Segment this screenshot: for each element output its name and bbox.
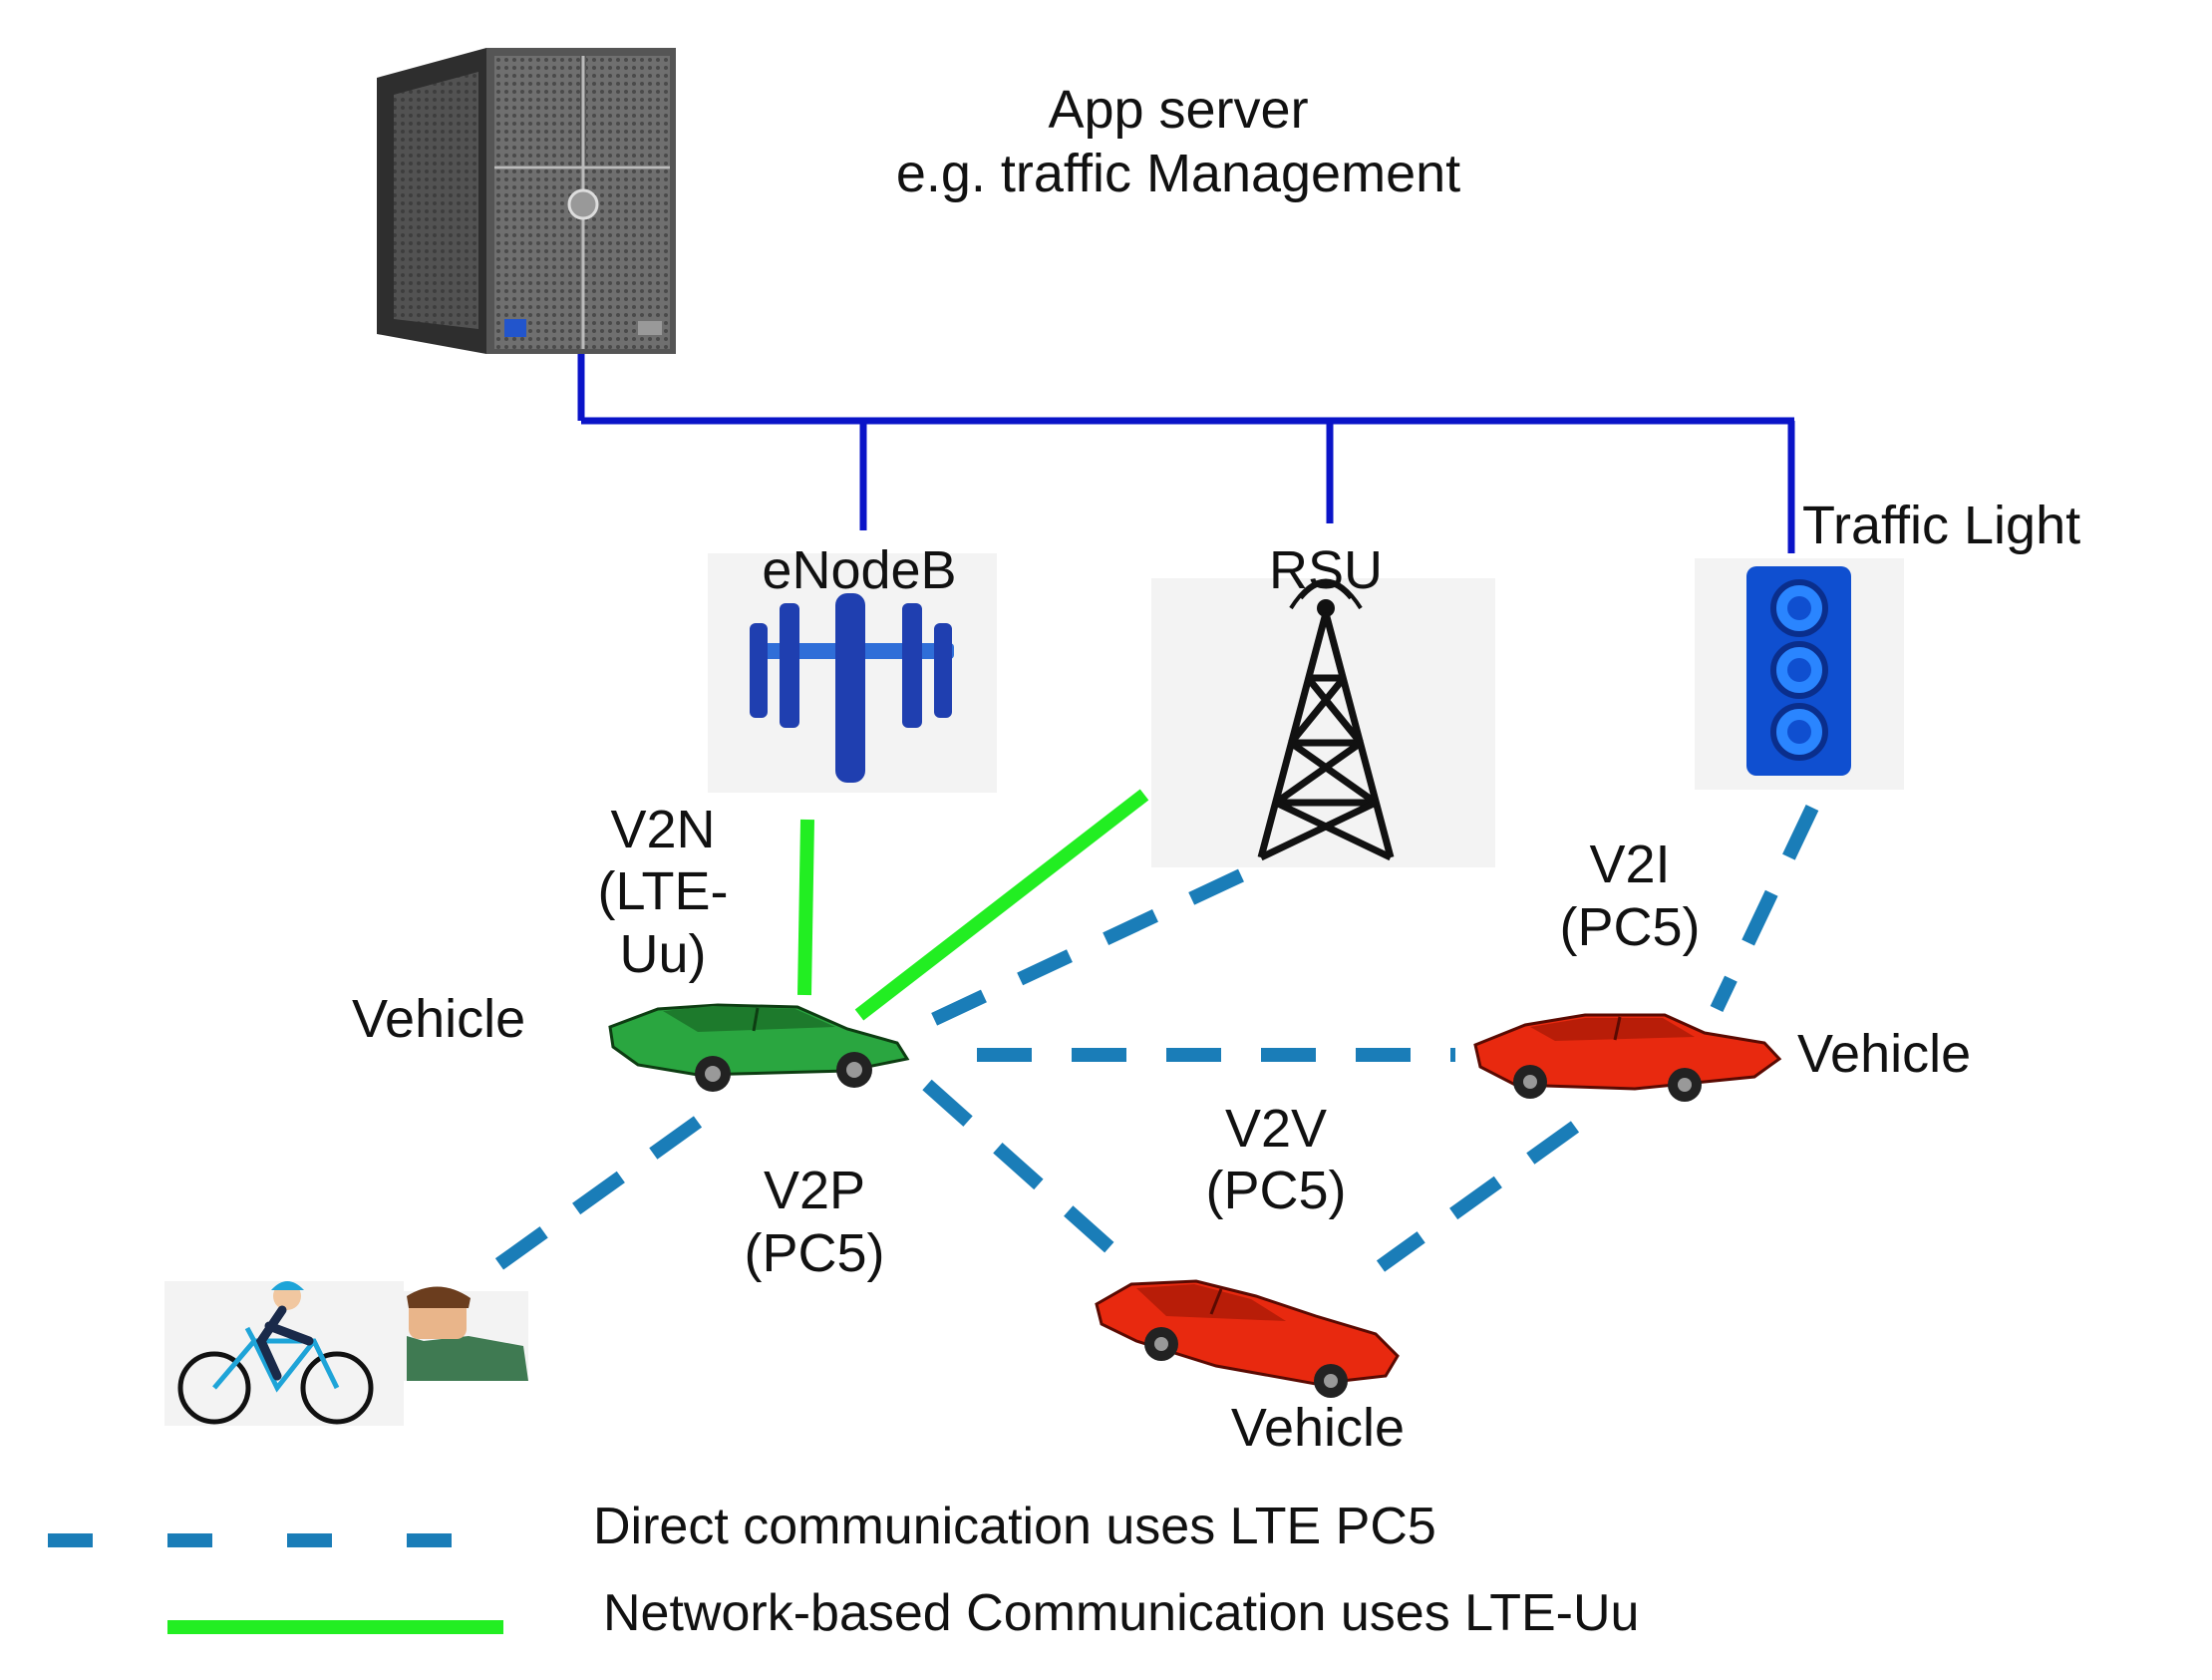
rsu-label: RSU — [1269, 540, 1383, 600]
v2i-label-line2: (PC5) — [1559, 897, 1700, 957]
v2v-label-line1: V2V — [1225, 1099, 1327, 1159]
server-label-line2: e.g. traffic Management — [896, 144, 1460, 203]
cyclist-icon — [164, 1281, 404, 1426]
pedestrian-icon — [404, 1286, 528, 1381]
v2n-label-line1: V2N — [610, 800, 715, 859]
v2n-label-line3: Uu) — [619, 924, 706, 984]
v2n-label-line2: (LTE- — [598, 861, 729, 921]
vehicle-left-label: Vehicle — [352, 989, 525, 1049]
v2i-label-line1: V2I — [1589, 835, 1670, 894]
vehicle-bottom-label: Vehicle — [1231, 1398, 1405, 1458]
enodeb-label: eNodeB — [762, 540, 956, 600]
enodeb-antenna-icon — [708, 553, 997, 793]
vehicle-right-label: Vehicle — [1797, 1024, 1971, 1084]
traffic-light-label: Traffic Light — [1802, 496, 2080, 555]
v2v-label-line2: (PC5) — [1205, 1161, 1346, 1220]
v2i-rsu-link — [904, 868, 1244, 1039]
v2p-label-line1: V2P — [764, 1161, 865, 1220]
red-car-icon — [1095, 1279, 1400, 1398]
rsu-tower-icon — [1151, 578, 1495, 867]
legend-network-label: Network-based Communication uses LTE-Uu — [603, 1584, 1639, 1642]
v2n-link — [797, 819, 814, 996]
direct-links — [491, 804, 1819, 1272]
network-based-links — [797, 789, 1149, 1021]
server-icon — [377, 48, 676, 354]
traffic-light-icon — [1695, 558, 1904, 790]
v2v-diagonal-link — [922, 1079, 1126, 1264]
legend-direct-label: Direct communication uses LTE PC5 — [593, 1498, 1436, 1555]
server-label-line1: App server — [1048, 80, 1308, 140]
green-car-icon — [608, 1003, 910, 1092]
v2p-label-line2: (PC5) — [744, 1223, 884, 1283]
red-car-icon — [1473, 1013, 1782, 1102]
legend: Direct communication uses LTE PC5 Networ… — [48, 1498, 1639, 1642]
backbone-network — [577, 354, 1795, 553]
v2v-right-bottom-link — [1376, 1121, 1580, 1272]
rsu-network-link — [854, 789, 1149, 1021]
v2i-traffic-light-link — [1710, 804, 1819, 1013]
v2p-link — [491, 1116, 703, 1272]
